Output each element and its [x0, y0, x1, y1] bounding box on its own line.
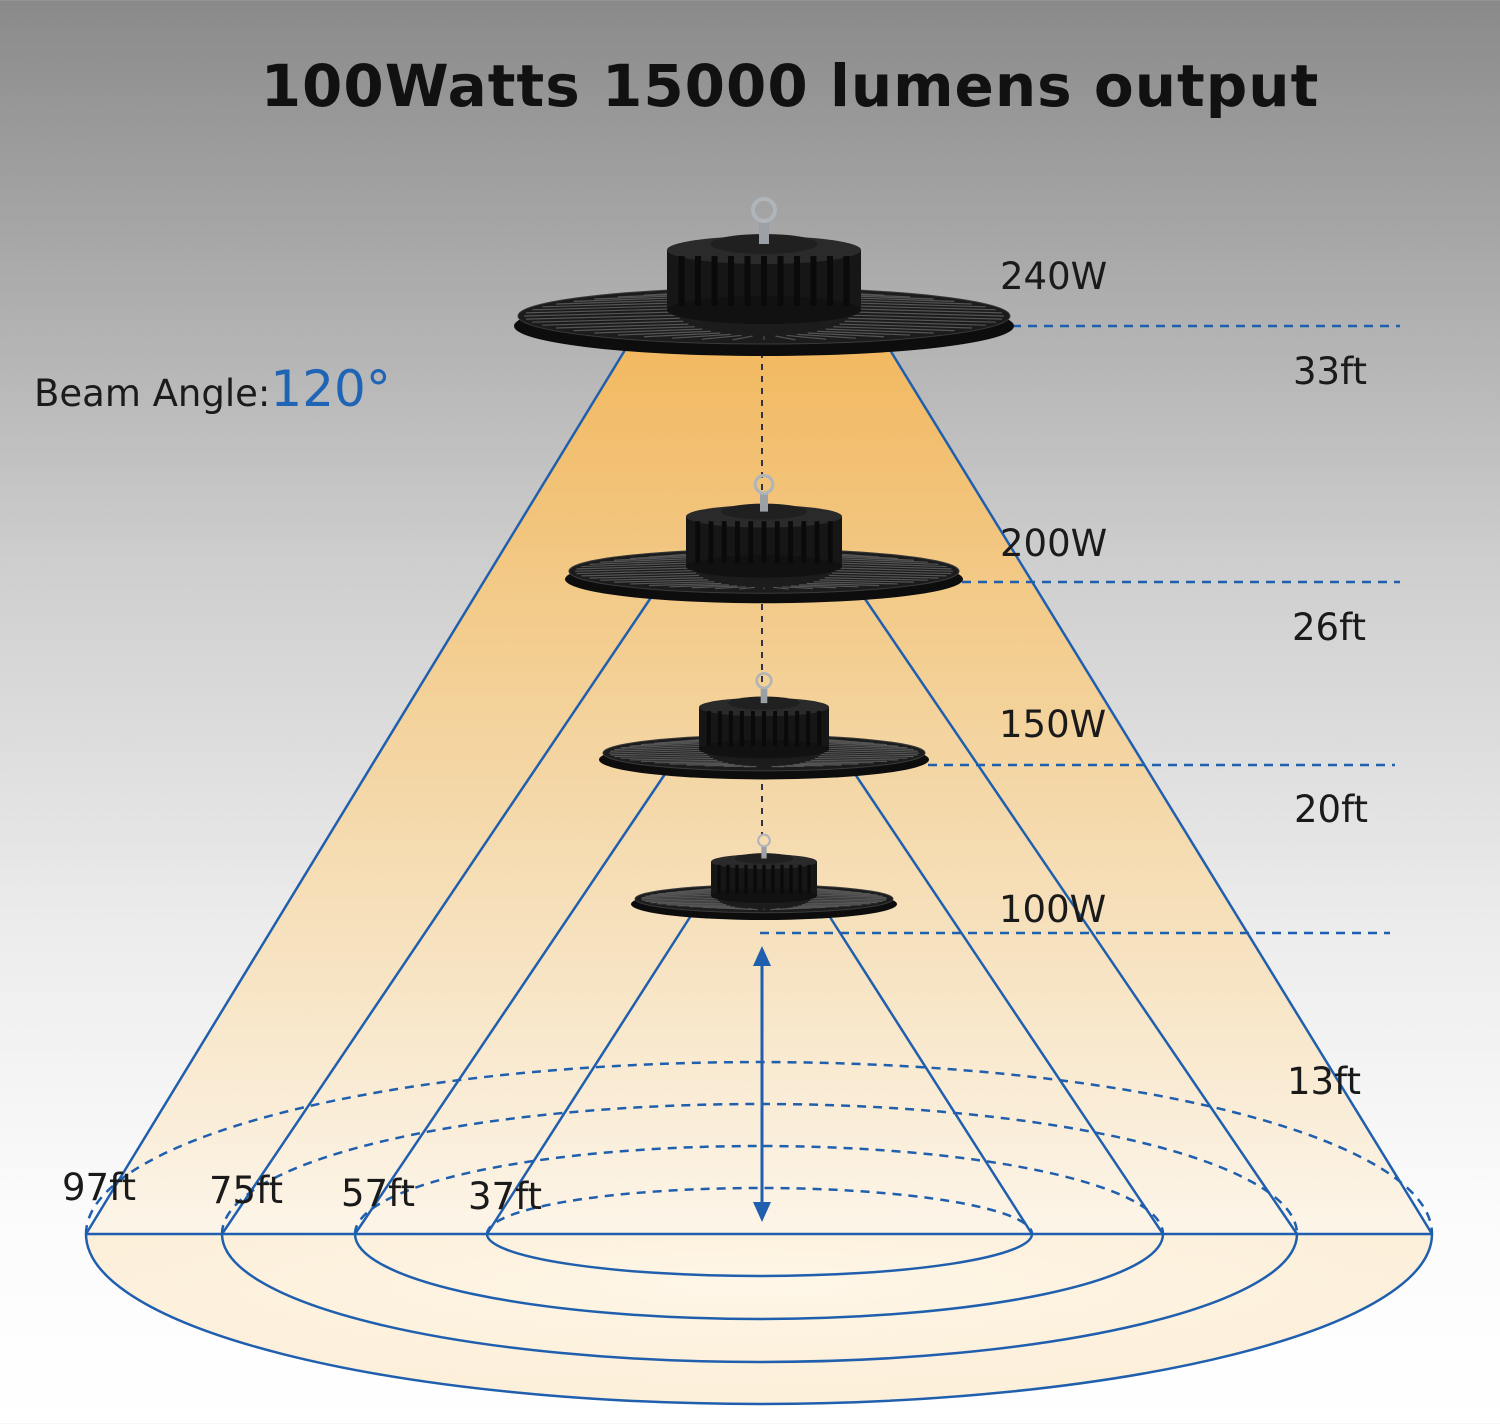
cone-240w-left	[84, 349, 627, 1235]
height-lines	[760, 324, 1400, 935]
watt-label-240w: 240W	[1000, 255, 1108, 298]
spread-label-57ft: 57ft	[341, 1172, 415, 1215]
watt-label-100w: 100W	[999, 888, 1107, 931]
beam-angle-value: 120°	[270, 360, 391, 418]
height-label-100w: 13ft	[1287, 1060, 1361, 1103]
ellipse-37ft-back	[485, 1186, 1034, 1235]
cone-200w-right	[861, 595, 1299, 1235]
spread-label-37ft: 37ft	[468, 1175, 542, 1218]
height-arrow	[753, 946, 771, 1222]
floor-ellipses	[84, 1060, 1434, 1406]
spread-label-75ft: 75ft	[209, 1169, 283, 1212]
beam-angle: Beam Angle:120°	[34, 360, 391, 418]
ellipse-97ft-front	[84, 1233, 1434, 1406]
beam-cones	[84, 349, 1434, 1236]
cone-150w-right	[853, 773, 1165, 1235]
cone-150w-left	[353, 773, 667, 1235]
height-label-200w: 26ft	[1292, 606, 1366, 649]
cone-100w-right	[826, 913, 1034, 1235]
cone-200w-left	[220, 595, 654, 1235]
ellipse-97ft-back	[84, 1060, 1434, 1235]
cone-100w-left	[485, 913, 694, 1235]
height-label-150w: 20ft	[1294, 788, 1368, 831]
page-title: 100Watts 15000 lumens output	[260, 52, 1320, 120]
light-glow	[86, 348, 1432, 1234]
ellipse-75ft-front	[220, 1233, 1299, 1364]
ellipse-37ft-front	[485, 1233, 1034, 1278]
spread-label-97ft: 97ft	[62, 1166, 136, 1209]
fixtures	[514, 197, 1014, 921]
height-label-240w: 33ft	[1293, 350, 1367, 393]
fixture-150w	[599, 672, 929, 780]
watt-label-200w: 200W	[1000, 522, 1108, 565]
ellipse-57ft-back	[353, 1144, 1165, 1235]
fixture-100w	[631, 833, 897, 921]
watt-label-150w: 150W	[999, 703, 1107, 746]
fixture-240w	[514, 197, 1014, 356]
beam-angle-label: Beam Angle:	[34, 372, 271, 415]
cone-240w-right	[888, 349, 1434, 1235]
ellipse-57ft-front	[353, 1233, 1165, 1321]
fixture-200w	[565, 474, 963, 604]
